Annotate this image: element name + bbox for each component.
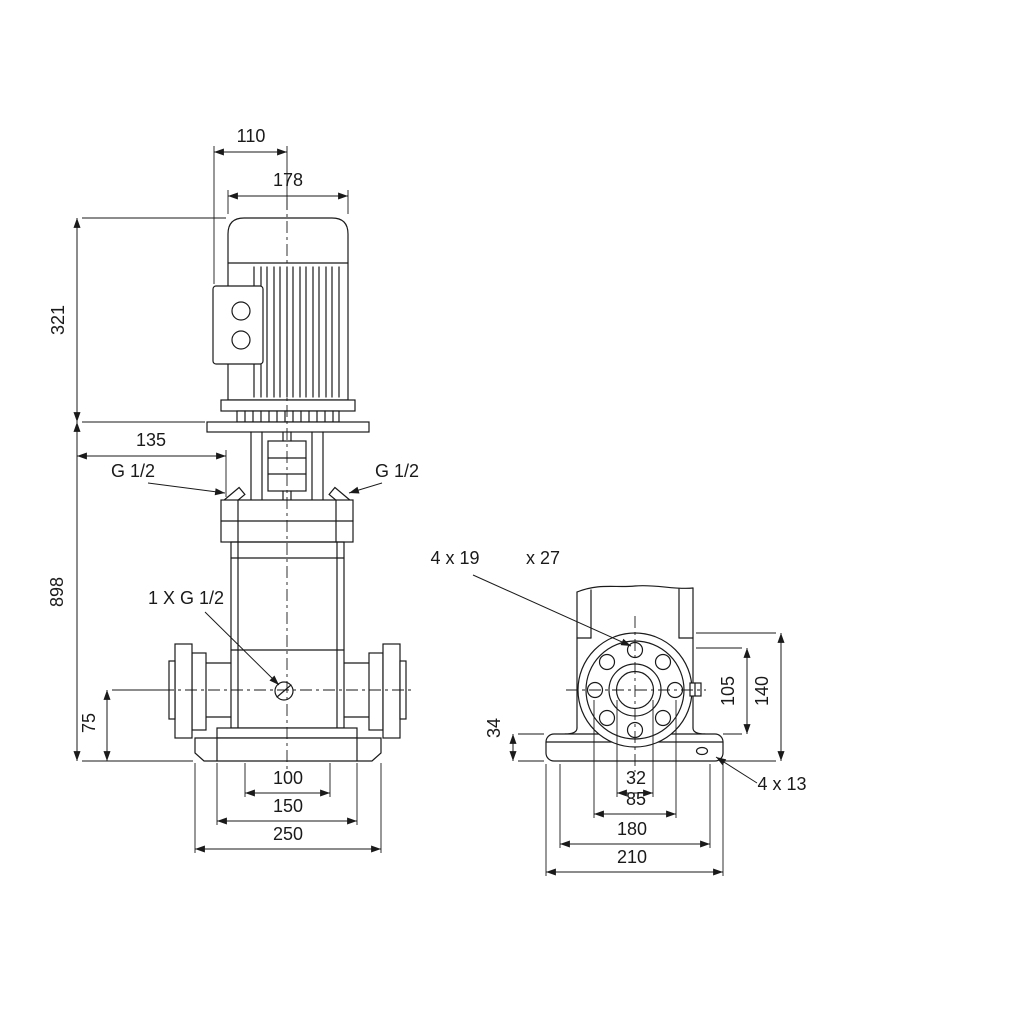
front-view bbox=[162, 198, 413, 772]
label-base-holes: 4 x 13 bbox=[757, 774, 806, 794]
chamber-sleeve bbox=[230, 541, 345, 729]
base-front bbox=[194, 727, 382, 762]
dim-base-depth: 180 bbox=[617, 819, 647, 839]
label-plug-left: G 1/2 bbox=[111, 461, 155, 481]
dim-base-height: 34 bbox=[484, 718, 504, 738]
suction-flange bbox=[168, 643, 232, 739]
base-bolt-hole bbox=[695, 746, 709, 756]
flange-hole bbox=[598, 709, 616, 727]
dim-motor-width: 178 bbox=[273, 170, 303, 190]
motor-stool bbox=[206, 421, 370, 501]
front-view-dimensions: 110 178 321 898 135 G 1/2 G 1/2 1 X G 1/… bbox=[47, 126, 419, 853]
dim-head-length: 135 bbox=[136, 430, 166, 450]
flange-hole bbox=[598, 653, 616, 671]
dim-upper-height: 105 bbox=[718, 676, 738, 706]
dim-plate-depth: 210 bbox=[617, 847, 647, 867]
flange-hole bbox=[654, 653, 672, 671]
flange-hole bbox=[654, 709, 672, 727]
motor-body bbox=[212, 217, 356, 423]
label-flange-holes-counterbore: x 27 bbox=[526, 548, 560, 568]
side-view bbox=[545, 584, 724, 772]
motor-flange bbox=[220, 399, 356, 412]
discharge-flange bbox=[343, 643, 407, 739]
dim-inner-width: 100 bbox=[273, 768, 303, 788]
terminal-box-gland-2 bbox=[231, 330, 251, 350]
dim-bolt-circle: 85 bbox=[626, 789, 646, 809]
side-view-dimensions: 4 x 19 x 27 34 105 140 32 85 180 bbox=[430, 548, 807, 876]
dim-mid-width: 150 bbox=[273, 796, 303, 816]
label-plug-right: G 1/2 bbox=[375, 461, 419, 481]
dim-motor-depth: 110 bbox=[237, 126, 266, 146]
dim-base-width: 250 bbox=[273, 824, 303, 844]
motor-fins bbox=[253, 266, 340, 398]
dim-outer-height: 140 bbox=[752, 676, 772, 706]
dim-total-height: 898 bbox=[47, 577, 67, 607]
terminal-box-gland-1 bbox=[231, 301, 251, 321]
dim-port-center-height: 75 bbox=[79, 713, 99, 733]
side-column bbox=[576, 584, 694, 729]
flange-hole bbox=[586, 681, 604, 699]
dim-bore: 32 bbox=[626, 768, 646, 788]
dim-motor-height: 321 bbox=[48, 305, 68, 335]
label-drain-plug: 1 X G 1/2 bbox=[148, 588, 224, 608]
terminal-box bbox=[212, 285, 264, 365]
label-flange-holes: 4 x 19 bbox=[430, 548, 479, 568]
